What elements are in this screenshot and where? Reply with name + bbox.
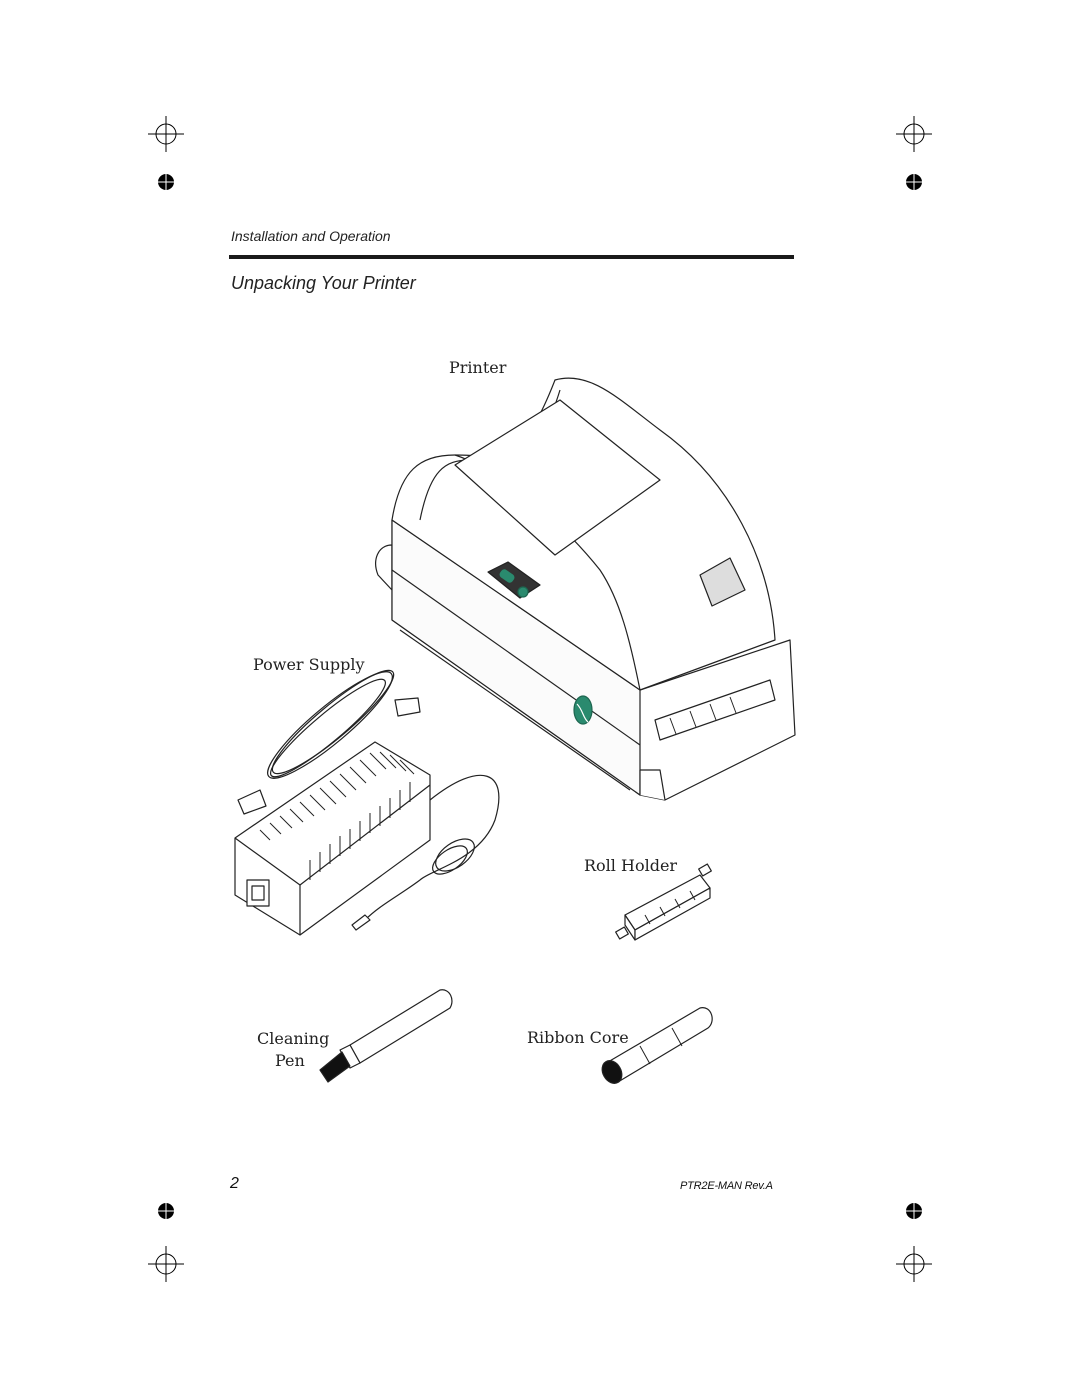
caption-pen: Pen	[275, 1051, 305, 1070]
ribbon-core-illustration	[601, 1007, 713, 1084]
registration-crosshair-bottom-left	[148, 1246, 184, 1282]
caption-roll-holder: Roll Holder	[584, 856, 678, 875]
cleaning-pen-illustration	[319, 989, 453, 1083]
registration-crosshair-top-right	[896, 116, 932, 152]
caption-ribbon-core: Ribbon Core	[527, 1028, 629, 1047]
header-rule	[229, 255, 794, 259]
registration-dot-bottom-right	[906, 1203, 922, 1219]
registration-dot-top-right	[906, 174, 922, 190]
printer-illustration	[375, 377, 796, 801]
registration-crosshair-bottom-right	[896, 1246, 932, 1282]
doc-code: PTR2E-MAN Rev.A	[680, 1180, 773, 1192]
caption-cleaning: Cleaning	[257, 1029, 330, 1048]
section-label: Installation and Operation	[231, 228, 391, 244]
page-number: 2	[230, 1175, 239, 1192]
roll-holder-illustration	[615, 863, 712, 941]
caption-power-supply: Power Supply	[253, 655, 365, 674]
caption-printer: Printer	[449, 358, 507, 377]
registration-crosshair-top-left	[148, 116, 184, 152]
page-title: Unpacking Your Printer	[231, 273, 416, 293]
power-supply-illustration	[234, 669, 500, 936]
registration-dot-bottom-left	[158, 1203, 174, 1219]
registration-dot-top-left	[158, 174, 174, 190]
